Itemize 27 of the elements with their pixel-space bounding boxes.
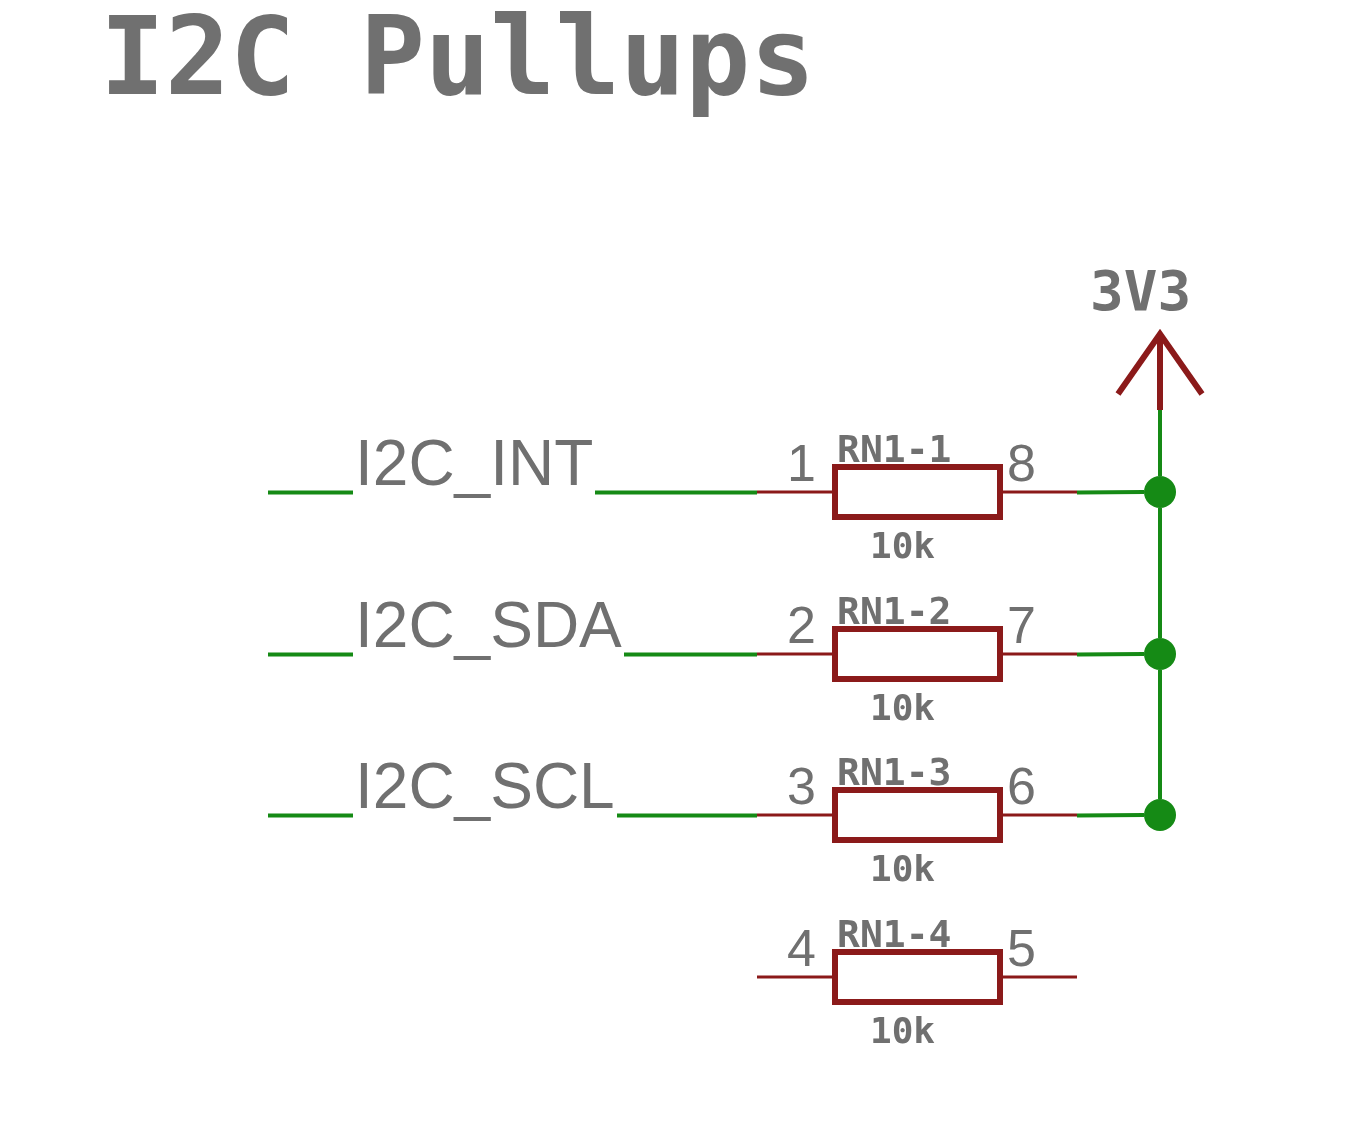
resistance-value: 10k (870, 848, 936, 889)
wire (1077, 813, 1144, 818)
resistance-value: 10k (870, 687, 936, 728)
part-designator: RN1-4 (837, 912, 952, 956)
resistance-value: 10k (870, 1010, 936, 1051)
pin-number: 4 (787, 918, 816, 978)
diagram-title: I2C Pullups (100, 0, 816, 121)
supply-net-label: 3V3 (1090, 258, 1192, 323)
wire (1158, 670, 1162, 799)
wire (1077, 490, 1144, 495)
part-designator: RN1-3 (837, 750, 952, 794)
pin-number: 8 (1007, 433, 1036, 493)
pin-number: 3 (787, 756, 816, 816)
pin-number: 6 (1007, 756, 1036, 816)
part-designator: RN1-2 (837, 589, 952, 633)
junction-dot (1144, 638, 1176, 670)
junction-dot (1144, 799, 1176, 831)
wire (1158, 508, 1162, 638)
junction-dot (1144, 476, 1176, 508)
pin-number: 2 (787, 595, 816, 655)
wire (1158, 410, 1162, 476)
pin-number: 1 (787, 433, 816, 493)
pin-number: 5 (1007, 918, 1036, 978)
wire (1077, 652, 1144, 657)
pin-number: 7 (1007, 595, 1036, 655)
part-designator: RN1-1 (837, 427, 952, 471)
resistance-value: 10k (870, 525, 936, 566)
